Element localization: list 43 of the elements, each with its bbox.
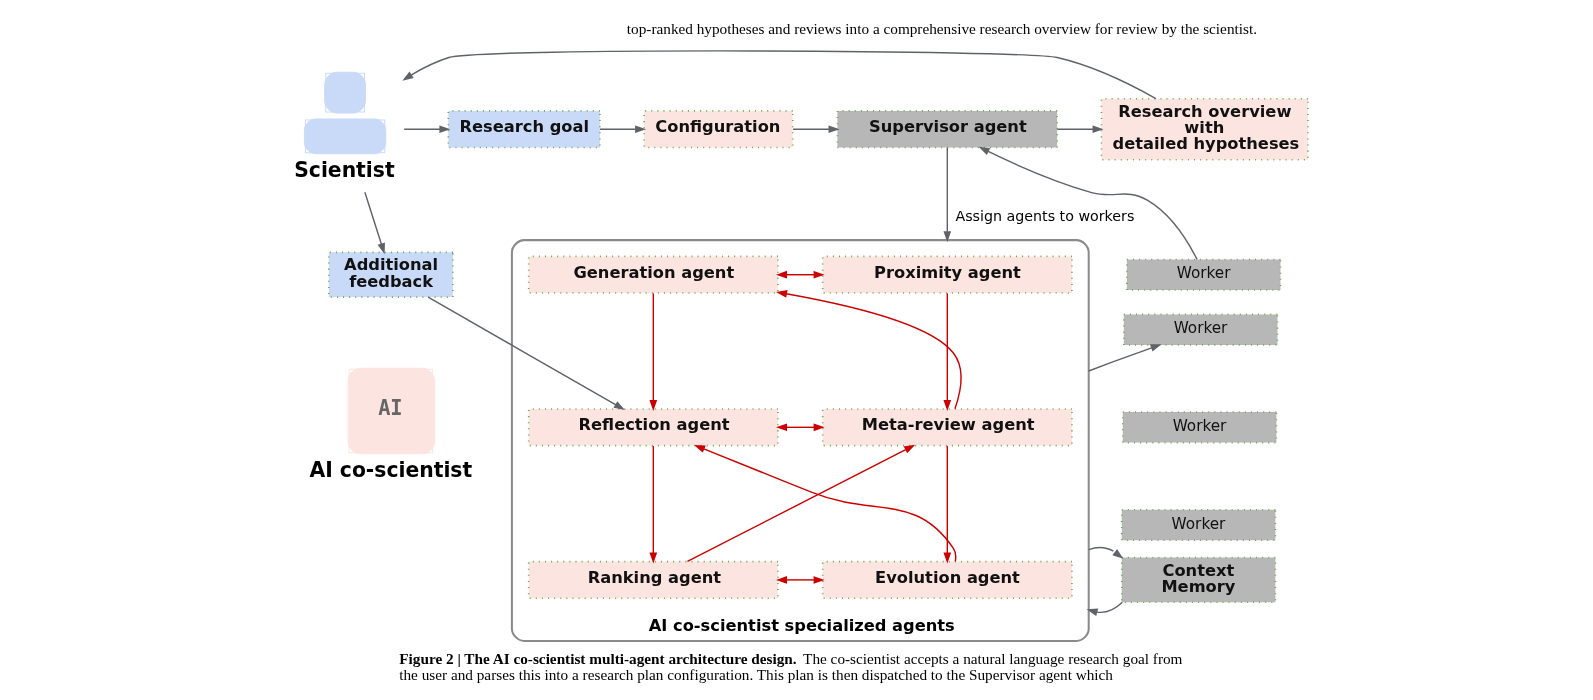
- node-box: Research goal: [447, 110, 601, 149]
- node-box: Context Memory: [1120, 556, 1276, 604]
- arrow: [775, 290, 962, 410]
- arrow: [648, 445, 657, 564]
- arrow: [1087, 344, 1162, 372]
- arrow: [426, 296, 625, 410]
- node-box: Reflection agent: [527, 408, 779, 447]
- node-box: Additional feedback: [327, 251, 454, 298]
- node-label: Scientist: [293, 158, 395, 183]
- arrow: [363, 191, 385, 255]
- arrow: [978, 146, 1198, 261]
- arrow: [1087, 546, 1123, 559]
- arrow: [686, 444, 915, 563]
- arrow: [648, 292, 657, 411]
- node-label: AI co-scientist: [308, 458, 472, 483]
- arrow: [942, 292, 951, 411]
- arrow: [598, 125, 646, 134]
- node-box: Supervisor agent: [836, 110, 1058, 149]
- arrow: [942, 146, 951, 243]
- arrow: [401, 50, 1157, 100]
- node-box: Configuration: [642, 110, 793, 149]
- node-box: Proximity agent: [821, 255, 1073, 294]
- node-box: Evolution agent: [821, 560, 1073, 600]
- arrow: [791, 125, 839, 134]
- node-box: Ranking agent: [527, 560, 779, 600]
- node-box: Worker: [1122, 313, 1278, 346]
- arrow: [775, 423, 825, 432]
- arrow: [402, 125, 450, 134]
- caption: Figure 2 | The AI co-scientist multi-agent architecture design. The co-scientist accepts a natural language research goal from the user and parses this into a research plan configuration. This plan is then dispatched to the Supervisor agent which: [398, 650, 1182, 683]
- node-box: Generation agent: [527, 255, 779, 294]
- node-box: Worker: [1121, 411, 1277, 444]
- node-box: Worker: [1125, 258, 1281, 291]
- arrow: [1056, 125, 1104, 134]
- label: top-ranked hypotheses and reviews into a comprehensive research overview for review by the scientist.: [626, 20, 1257, 38]
- node-box: Research overview with detailed hypotheses: [1100, 97, 1309, 161]
- edge-label: Assign agents to workers: [954, 207, 1134, 224]
- node-box: Worker: [1120, 508, 1276, 542]
- arrow: [1086, 601, 1123, 616]
- arrow: [775, 576, 825, 584]
- arrow: [942, 445, 951, 564]
- arrow: [693, 444, 956, 563]
- node-box: Meta-review agent: [821, 408, 1073, 447]
- arrow: [775, 270, 825, 279]
